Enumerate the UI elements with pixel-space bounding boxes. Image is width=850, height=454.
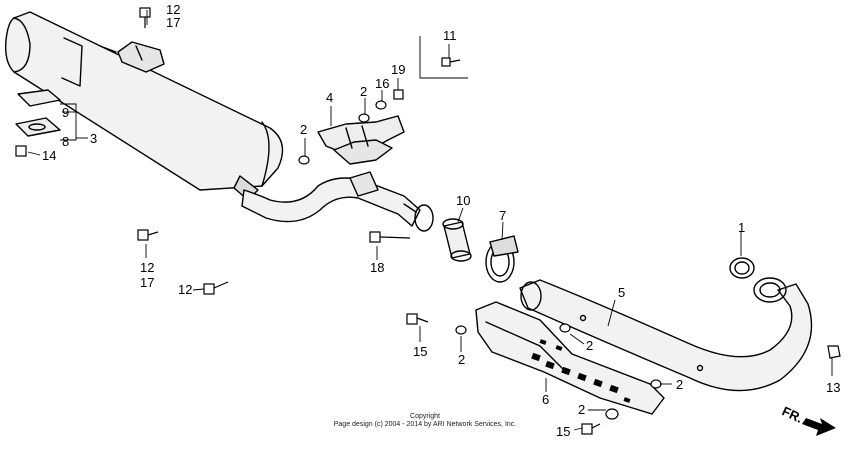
callout-10: 10 xyxy=(456,193,470,208)
callout-1: 1 xyxy=(738,220,745,235)
callout-2-d: 2 xyxy=(586,338,593,353)
exhaust-pipe xyxy=(519,277,813,392)
bolt-15-upper xyxy=(406,313,429,325)
bolt-12-17-top xyxy=(139,7,151,28)
bolt-14 xyxy=(15,145,27,157)
callout-3: 3 xyxy=(90,131,97,146)
bolt-15-lower xyxy=(581,423,601,435)
callout-15-upper: 15 xyxy=(413,344,427,359)
callout-17-left: 17 xyxy=(140,275,154,290)
pipe-protector xyxy=(475,301,665,415)
bolt-12-lower xyxy=(203,281,229,295)
callout-13: 13 xyxy=(826,380,840,395)
nut-2-a xyxy=(298,155,310,165)
bolt-18 xyxy=(369,231,411,243)
callout-8: 8 xyxy=(62,134,69,149)
callout-16: 16 xyxy=(375,76,389,91)
fasteners xyxy=(15,7,841,435)
callout-14: 14 xyxy=(42,148,56,163)
front-label: FR. xyxy=(780,403,805,425)
callout-11: 11 xyxy=(443,28,457,43)
callout-12-lower: 12 xyxy=(178,282,192,297)
copyright-text: Page design (c) 2004 - 2014 by ARI Netwo… xyxy=(334,421,517,428)
callout-15-lower: 15 xyxy=(556,424,570,439)
bolt-12-17-left xyxy=(137,229,159,241)
callout-2-a: 2 xyxy=(300,122,307,137)
callout-6: 6 xyxy=(542,392,549,407)
callout-labels: 1 2 2 2 2 2 2 3 4 5 6 7 8 9 10 11 12 17 … xyxy=(42,2,840,439)
nut-2-f xyxy=(605,408,619,420)
washer-16 xyxy=(375,100,387,110)
callout-2-c: 2 xyxy=(458,352,465,367)
muffler-straps xyxy=(15,89,61,137)
callout-12-top: 12 xyxy=(166,2,180,17)
bolt-11 xyxy=(441,57,461,67)
bolt-19 xyxy=(393,89,404,100)
callout-2-e: 2 xyxy=(676,377,683,392)
callout-5: 5 xyxy=(618,285,625,300)
muffler xyxy=(4,11,284,201)
heat-shield-bracket xyxy=(317,115,405,165)
exhaust-gasket xyxy=(729,257,755,279)
callout-9: 9 xyxy=(62,105,69,120)
callout-4: 4 xyxy=(326,90,333,105)
nut-13 xyxy=(827,345,841,359)
nut-2-c xyxy=(455,325,467,335)
muffler-pipe xyxy=(241,171,434,232)
front-arrow xyxy=(802,418,836,436)
copyright-title: Copyright xyxy=(410,413,440,420)
leader-lines xyxy=(27,10,833,431)
nut-2-e xyxy=(650,379,662,389)
callout-17-top: 17 xyxy=(166,15,180,30)
callout-7: 7 xyxy=(499,208,506,223)
pipe-clamp xyxy=(485,235,519,283)
nut-2-d xyxy=(559,323,571,333)
callout-18: 18 xyxy=(370,260,384,275)
callout-19: 19 xyxy=(391,62,405,77)
callout-2-f: 2 xyxy=(578,402,585,417)
callout-2-b: 2 xyxy=(360,84,367,99)
protector-slots xyxy=(531,339,631,403)
callout-12-left: 12 xyxy=(140,260,154,275)
pipe-sleeve xyxy=(442,218,472,262)
nut-2-b xyxy=(358,113,370,123)
